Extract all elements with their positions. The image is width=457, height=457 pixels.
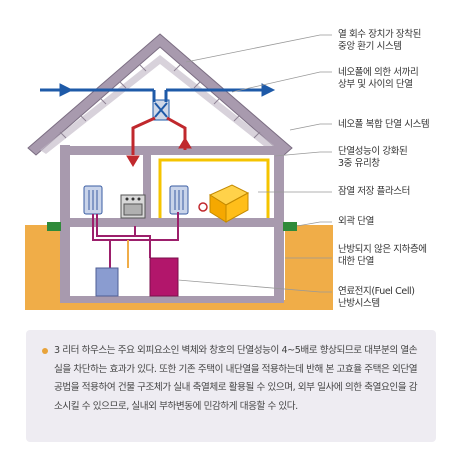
latent-plaster-line xyxy=(158,158,270,218)
label-latent-plaster: 잠열 저장 플라스터 xyxy=(338,186,410,197)
floor-ground xyxy=(60,218,284,227)
label-neopor-composite: 네오폴 복합 단열 시스템 xyxy=(338,119,430,130)
floor-attic xyxy=(60,146,284,155)
fuel-cell-unit xyxy=(149,257,179,297)
fresh-air-arrows xyxy=(40,83,276,102)
storage-tank xyxy=(95,267,119,297)
exterior-insulation-left xyxy=(47,222,61,231)
label-fuel-cell: 연료전지(Fuel Cell)난방시스템 xyxy=(338,286,415,309)
plaster-block-icon xyxy=(198,184,250,223)
radiator-right xyxy=(169,185,189,215)
radiator-left xyxy=(83,185,103,215)
heating-pipes xyxy=(92,212,179,268)
ventilation-x-icon xyxy=(154,102,168,118)
bullet-icon xyxy=(42,348,48,354)
leader-lines xyxy=(177,34,332,293)
description-body: 3 리터 하우스는 주요 외피요소인 벽체와 창호의 단열성능이 4~5배로 향… xyxy=(54,345,418,412)
stove-icon xyxy=(120,194,146,219)
house-diagram xyxy=(25,33,333,310)
floor-basement xyxy=(60,296,284,303)
supply-air-arrows xyxy=(126,116,192,167)
roof-rafters xyxy=(59,64,261,139)
description-text: 3 리터 하우스는 주요 외피요소인 벽체와 창호의 단열성능이 4~5배로 향… xyxy=(42,342,424,416)
description-box: 3 리터 하우스는 주요 외피요소인 벽체와 창호의 단열성능이 4~5배로 향… xyxy=(26,330,436,442)
exterior-insulation-right xyxy=(283,222,297,231)
interior-wall xyxy=(143,155,151,218)
label-exterior-insulation: 외곽 단열 xyxy=(338,216,374,227)
